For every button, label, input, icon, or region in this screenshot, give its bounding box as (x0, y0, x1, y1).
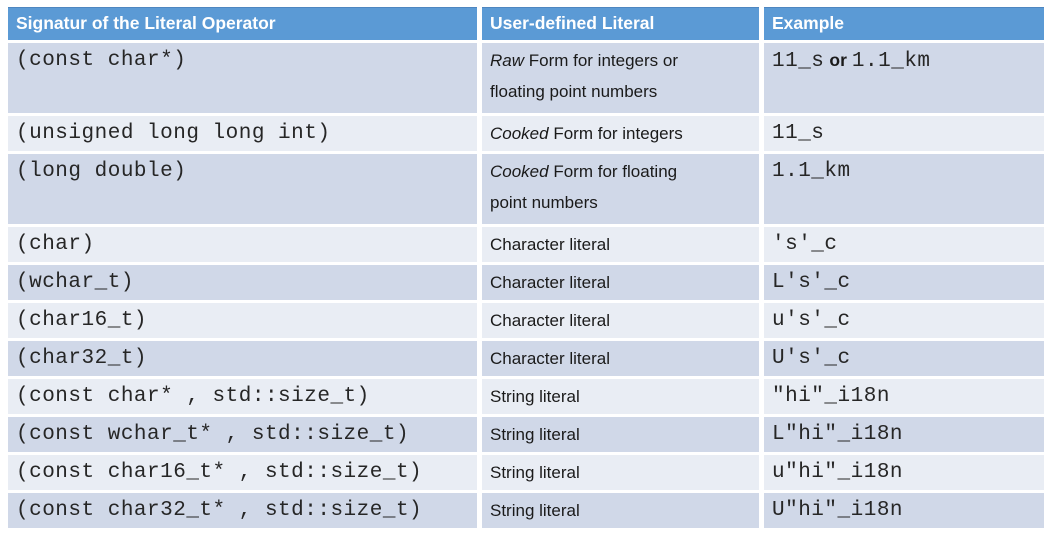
signature-cell: (const char32_t* , std::size_t) (8, 493, 477, 528)
literal-emphasis: Cooked (490, 162, 549, 181)
literal-cell: String literal (482, 379, 759, 414)
literal-description: Character literal (490, 235, 610, 254)
example-code: U"hi"_i18n (772, 499, 904, 522)
literal-cell: Character literal (482, 265, 759, 300)
literal-cell: Cooked Form for floating point numbers (482, 154, 759, 224)
table-row: (const char32_t* , std::size_t) String l… (8, 493, 1044, 528)
header-signature: Signatur of the Literal Operator (8, 7, 477, 40)
signature-code: (unsigned long long int) (16, 122, 331, 145)
literal-description: String literal (490, 501, 580, 520)
header-row: Signatur of the Literal Operator User-de… (8, 7, 1044, 40)
literal-emphasis: Cooked (490, 124, 549, 143)
literal-cell: Character literal (482, 303, 759, 338)
example-cell: 11_s (764, 116, 1044, 151)
signature-code: (const char32_t* , std::size_t) (16, 499, 423, 522)
literal-description: Form for floating point numbers (490, 162, 678, 212)
example-cell: L's'_c (764, 265, 1044, 300)
literal-description: Character literal (490, 349, 610, 368)
table-row: (char) Character literal 's'_c (8, 227, 1044, 262)
literal-cell: String literal (482, 493, 759, 528)
literal-cell: Character literal (482, 227, 759, 262)
example-cell: u"hi"_i18n (764, 455, 1044, 490)
example-code: 11_s (772, 50, 825, 73)
literal-description: Form for integers (548, 124, 683, 143)
example-code: U's'_c (772, 347, 851, 370)
literal-description: String literal (490, 425, 580, 444)
example-code: "hi"_i18n (772, 385, 890, 408)
literal-description: Character literal (490, 311, 610, 330)
table-row: (const char16_t* , std::size_t) String l… (8, 455, 1044, 490)
signature-code: (char16_t) (16, 309, 148, 332)
example-cell: 's'_c (764, 227, 1044, 262)
signature-cell: (const char16_t* , std::size_t) (8, 455, 477, 490)
literal-cell: Character literal (482, 341, 759, 376)
example-code: u's'_c (772, 309, 851, 332)
example-code: 1.1_km (772, 160, 851, 183)
literal-operators-table: Signatur of the Literal Operator User-de… (3, 4, 1049, 531)
literal-cell: String literal (482, 417, 759, 452)
signature-cell: (wchar_t) (8, 265, 477, 300)
example-code: u"hi"_i18n (772, 461, 904, 484)
signature-cell: (const char* , std::size_t) (8, 379, 477, 414)
example-code: 's'_c (772, 233, 838, 256)
signature-cell: (const char*) (8, 43, 477, 113)
signature-cell: (char16_t) (8, 303, 477, 338)
table-row: (long double) Cooked Form for floating p… (8, 154, 1044, 224)
signature-code: (wchar_t) (16, 271, 134, 294)
literal-description: Form for integers or floating point numb… (490, 51, 679, 101)
example-cell: L"hi"_i18n (764, 417, 1044, 452)
literal-description: String literal (490, 387, 580, 406)
example-cell: 1.1_km (764, 154, 1044, 224)
table-row: (const wchar_t* , std::size_t) String li… (8, 417, 1044, 452)
literal-cell: Cooked Form for integers (482, 116, 759, 151)
table-row: (char16_t) Character literal u's'_c (8, 303, 1044, 338)
table-row: (unsigned long long int) Cooked Form for… (8, 116, 1044, 151)
literal-description: Character literal (490, 273, 610, 292)
example-cell: U"hi"_i18n (764, 493, 1044, 528)
signature-cell: (long double) (8, 154, 477, 224)
example-code: L's'_c (772, 271, 851, 294)
example-code: L"hi"_i18n (772, 423, 904, 446)
signature-code: (const wchar_t* , std::size_t) (16, 423, 410, 446)
signature-code: (long double) (16, 160, 187, 183)
literal-cell: Raw Form for integers or floating point … (482, 43, 759, 113)
example-code-2: 1.1_km (851, 50, 931, 73)
signature-code: (const char*) (16, 49, 187, 72)
signature-code: (char32_t) (16, 347, 148, 370)
literal-cell: String literal (482, 455, 759, 490)
header-example: Example (764, 7, 1044, 40)
example-cell: "hi"_i18n (764, 379, 1044, 414)
example-code: 11_s (772, 122, 825, 145)
table-row: (const char* , std::size_t) String liter… (8, 379, 1044, 414)
signature-code: (char) (16, 233, 95, 256)
signature-code: (const char* , std::size_t) (16, 385, 370, 408)
signature-cell: (char) (8, 227, 477, 262)
example-cell: U's'_c (764, 341, 1044, 376)
table-row: (wchar_t) Character literal L's'_c (8, 265, 1044, 300)
example-cell: u's'_c (764, 303, 1044, 338)
signature-cell: (const wchar_t* , std::size_t) (8, 417, 477, 452)
signature-cell: (unsigned long long int) (8, 116, 477, 151)
signature-code: (const char16_t* , std::size_t) (16, 461, 423, 484)
literal-emphasis: Raw (490, 51, 525, 70)
signature-cell: (char32_t) (8, 341, 477, 376)
table-row: (char32_t) Character literal U's'_c (8, 341, 1044, 376)
literal-description: String literal (490, 463, 580, 482)
table-row: (const char*) Raw Form for integers or f… (8, 43, 1044, 113)
header-user-defined-literal: User-defined Literal (482, 7, 759, 40)
example-or-text: or (829, 50, 847, 70)
